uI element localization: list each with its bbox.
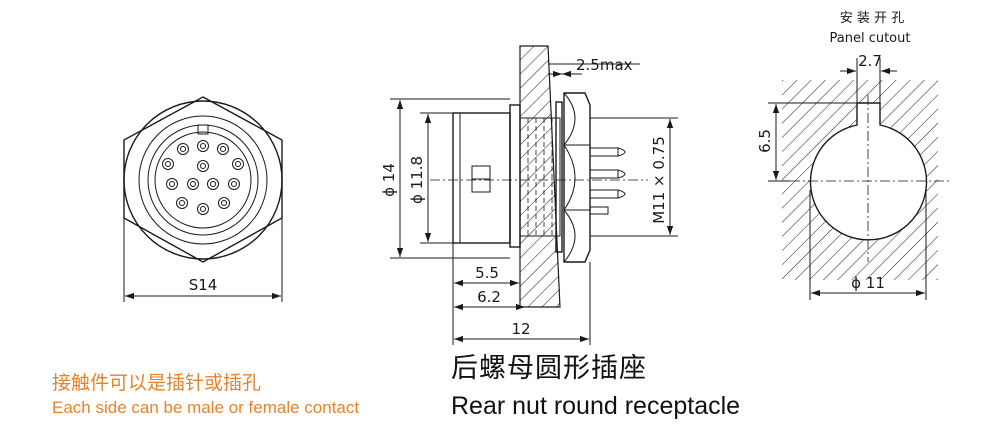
shell-inner-circle	[147, 124, 259, 236]
cutout-title-en: Panel cutout	[830, 31, 911, 46]
cutout-hatch	[782, 80, 938, 280]
note-en: Each side can be male or female contact	[52, 398, 360, 417]
shell-outer-circle	[138, 115, 268, 245]
dim-12-label: 12	[511, 320, 530, 338]
insert-circle	[154, 131, 252, 229]
thread-label: M11 × 0.75	[650, 136, 668, 224]
caption-en: Rear nut round receptacle	[451, 392, 741, 420]
hex-nut-outline	[123, 96, 283, 263]
inner-dia-label: ϕ 11.8	[408, 156, 426, 204]
key-width-label: 2.7	[858, 52, 882, 70]
outer-dia-label: ϕ 14	[380, 163, 398, 197]
panel-section	[519, 45, 561, 308]
flange	[509, 104, 521, 248]
panel-max-label: 2.5max	[576, 56, 633, 74]
front-view: S14	[123, 96, 283, 302]
note-cn: 接触件可以是插针或插孔	[52, 372, 262, 394]
hex-inscribed-circle	[123, 100, 283, 260]
dim-5-5-label: 5.5	[475, 264, 499, 282]
hole-dia-label: ϕ 11	[851, 274, 885, 292]
side-view: 2.5max	[380, 45, 678, 345]
cutout-view: 安 装 开 孔 Panel cutout 2.7 6.5 ϕ 11	[756, 11, 950, 300]
washer	[555, 101, 563, 253]
cutout-title-cn: 安 装 开 孔	[840, 11, 904, 26]
key-notch	[197, 124, 209, 135]
caption-cn: 后螺母圆形插座	[451, 353, 647, 384]
rear-nut	[563, 92, 591, 263]
hex-dimension-label: S14	[189, 276, 218, 294]
receptacle-body	[452, 112, 511, 244]
key-depth-label: 6.5	[756, 129, 774, 153]
contact-pins	[162, 140, 244, 215]
solder-cups	[589, 147, 626, 215]
cutout-outline	[809, 102, 928, 241]
dim-6-2-label: 6.2	[477, 288, 501, 306]
